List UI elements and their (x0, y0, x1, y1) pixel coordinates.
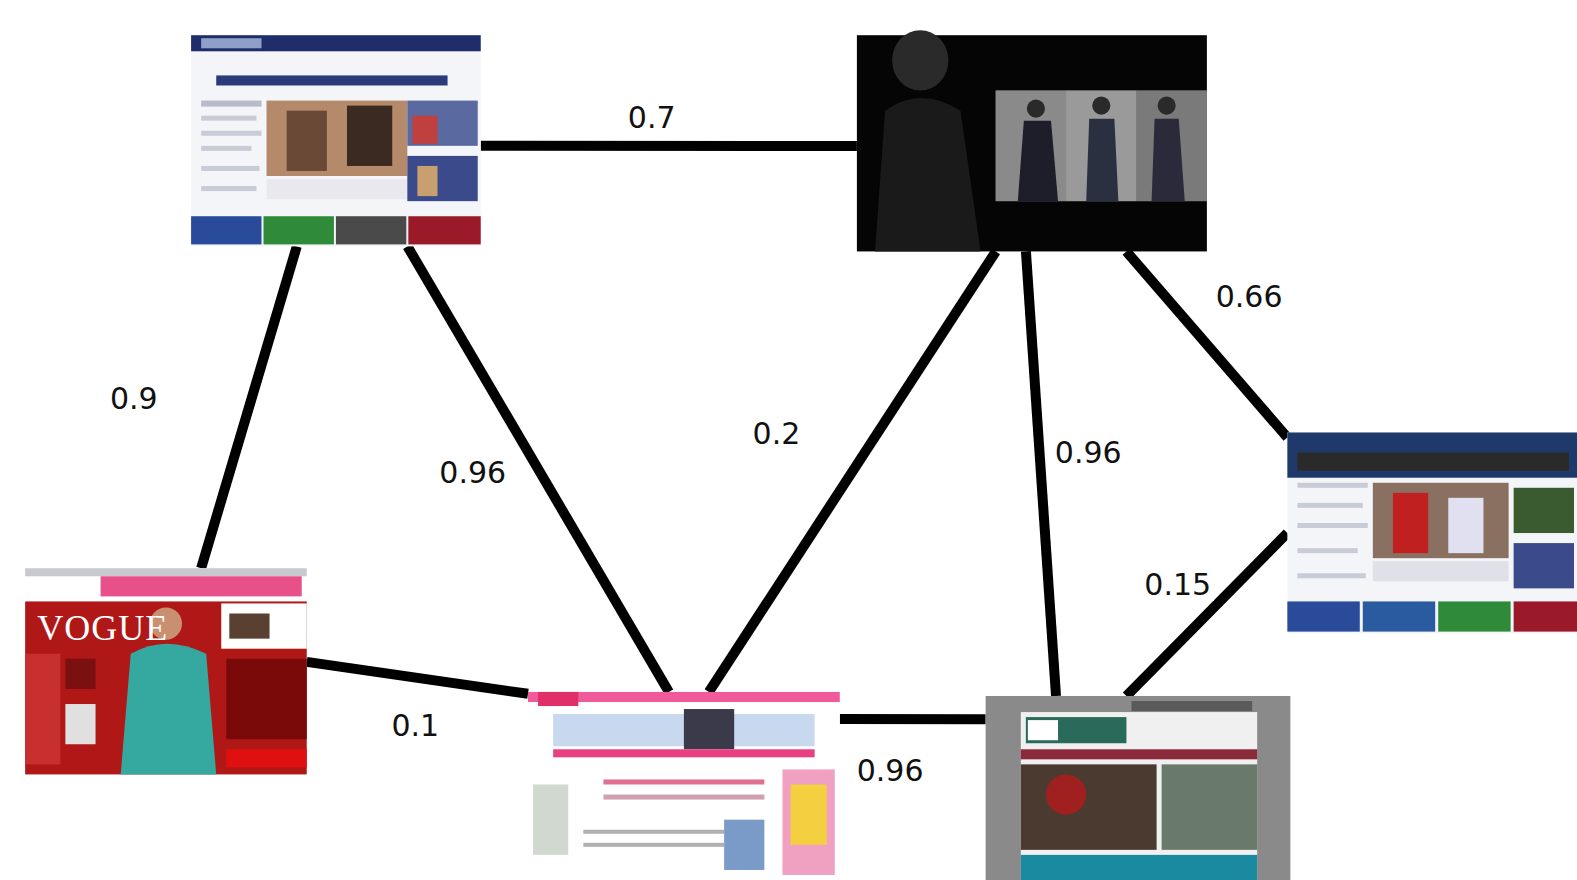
similarity-edge (1126, 251, 1287, 437)
similarity-edge (307, 662, 528, 694)
edge-weight: 0.15 (1141, 569, 1214, 601)
edge-weight: 0.96 (436, 457, 509, 489)
similarity-edge (407, 246, 668, 692)
news-thumbnail (1287, 432, 1577, 633)
edge-weight: 0.1 (389, 710, 443, 742)
edge-weight: 0.66 (1213, 281, 1286, 313)
edge-weight: 0.2 (750, 418, 804, 450)
similarity-edge (1026, 251, 1056, 696)
similarity-edge (201, 246, 297, 568)
similarity-edge (840, 714, 986, 724)
edge-weight: 0.7 (625, 102, 679, 134)
edge-weight: 0.96 (854, 755, 927, 787)
page-thumbnail: VOGUE (25, 568, 307, 774)
page-thumbnail (986, 696, 1291, 880)
page-thumbnail (528, 692, 840, 880)
page-thumbnail (191, 35, 481, 246)
similarity-edge (481, 141, 857, 151)
edge-weight: 0.9 (107, 383, 161, 415)
page-thumbnail (1287, 432, 1577, 633)
similarity-edge (709, 251, 996, 692)
magazine-title: VOGUE (37, 610, 168, 646)
page-thumbnail (857, 35, 1207, 251)
news-thumbnail (191, 35, 481, 246)
grey-thumbnail (986, 696, 1291, 880)
fashion-thumbnail (857, 30, 1207, 251)
similarity-edge (1126, 533, 1287, 696)
vogue-thumbnail (25, 568, 307, 774)
pink-thumbnail (528, 692, 840, 880)
edge-weight: 0.96 (1052, 437, 1125, 469)
